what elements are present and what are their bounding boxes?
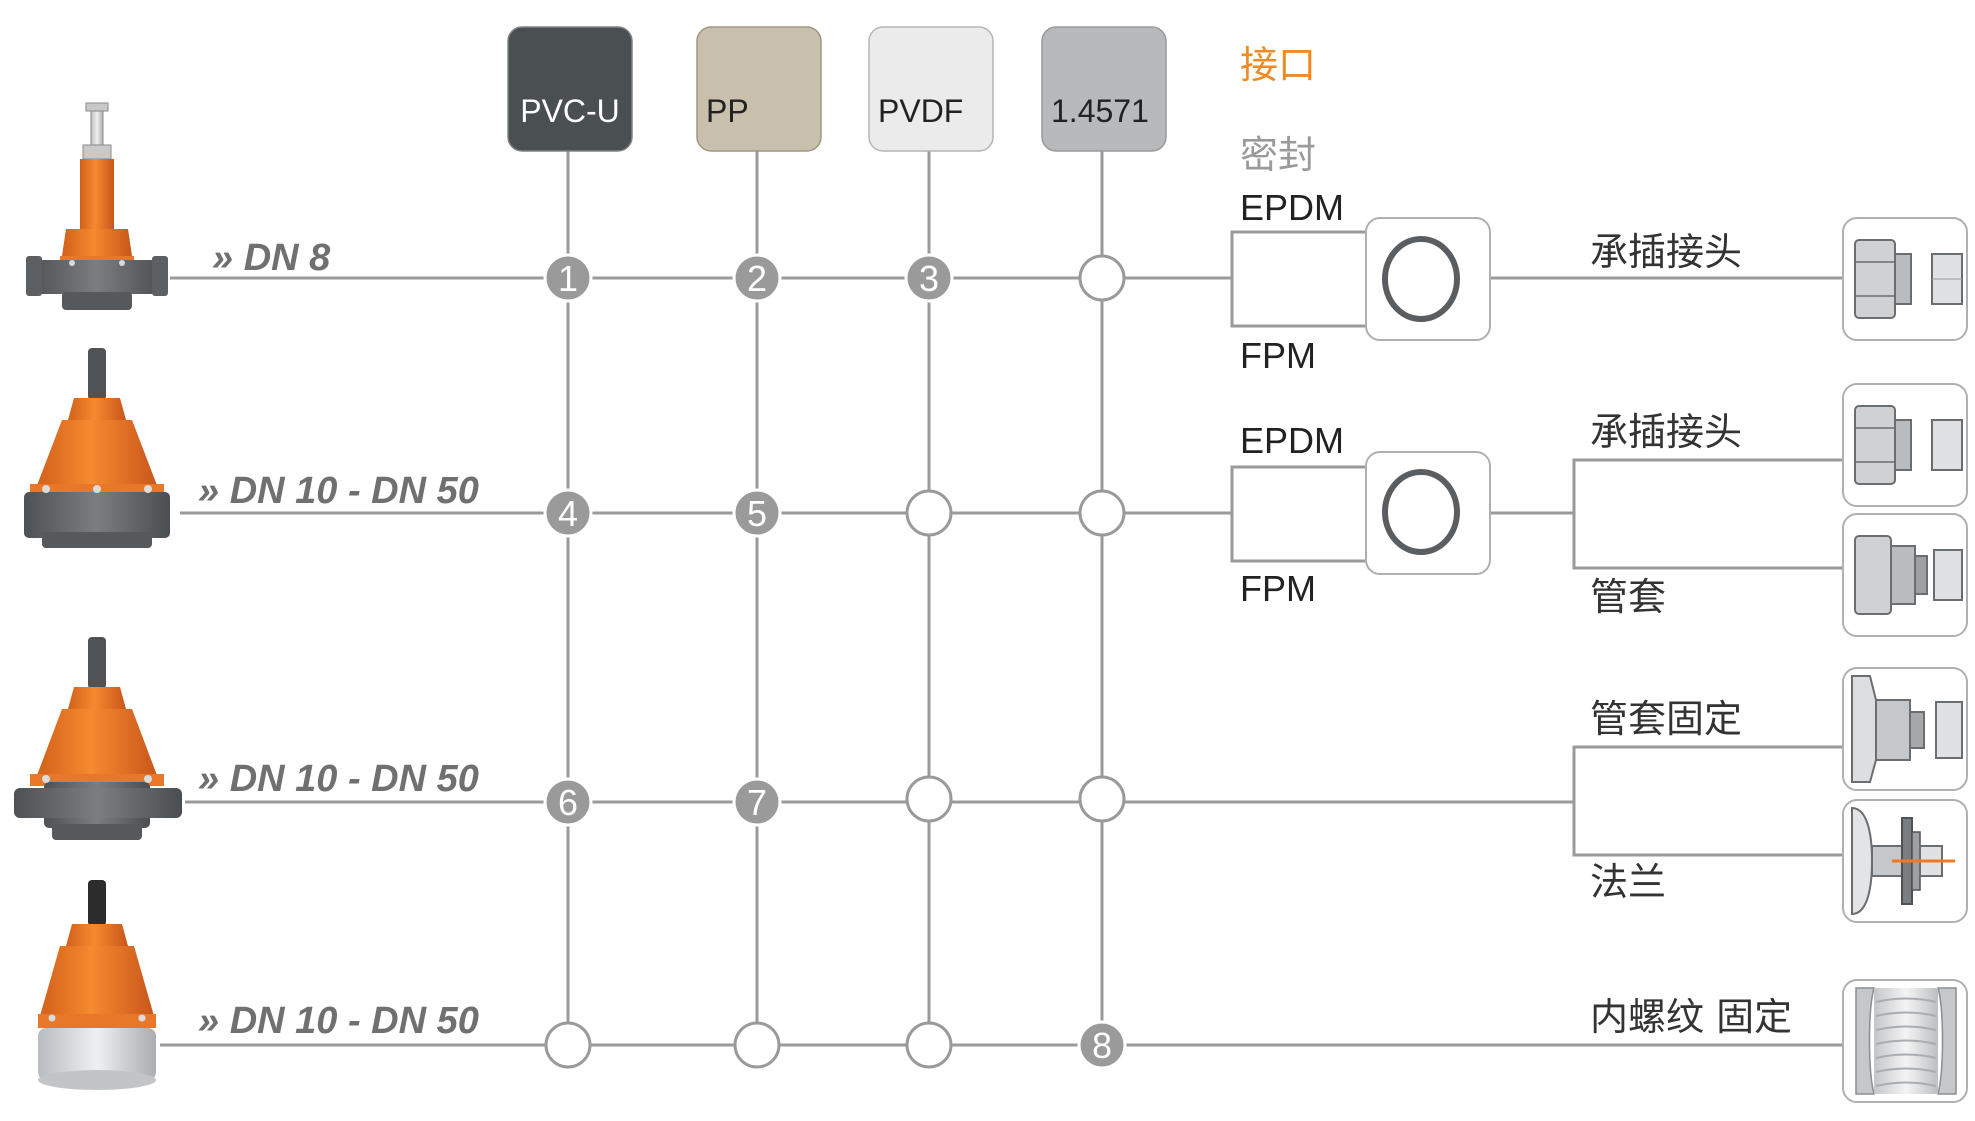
connection-icons (1842, 217, 1968, 1103)
node-circle-4 (543, 488, 593, 538)
node-empty-r1-steel (1078, 254, 1126, 302)
node-circle-8 (1077, 1020, 1127, 1070)
seal-group-1: EPDM FPM (1240, 187, 1491, 376)
seal-title: 密封 (1240, 133, 1316, 177)
connection-label-union-fixed: 管套固定 (1590, 697, 1742, 741)
node-empty-r2-steel (1078, 489, 1126, 537)
node-empty-r3-pvdf (905, 775, 953, 823)
valve-dn8-icon (26, 102, 168, 310)
node-circle-1 (543, 253, 593, 303)
material-box-pp (696, 26, 822, 152)
material-header-steel: 1.4571 (1041, 26, 1167, 152)
valve-socket-icon (24, 348, 170, 548)
connection-fork-3 (1572, 745, 1843, 857)
material-box-pvdf (868, 26, 994, 152)
material-label-pvdf: PVDF (878, 93, 963, 129)
node-7: 7 (732, 777, 782, 827)
node-label-3: 3 (919, 258, 939, 299)
material-header-pvdf: PVDF (868, 26, 994, 152)
material-label-steel: 1.4571 (1051, 93, 1149, 129)
connection-labels: 承插接头 承插接头 管套 管套固定 法兰 内螺纹 固定 (1590, 230, 1792, 1039)
node-3: 3 (904, 253, 954, 303)
size-label-row-4: » DN 10 - DN 50 (198, 1000, 479, 1042)
node-label-5: 5 (747, 493, 767, 534)
valve-spigot-icon (14, 637, 182, 840)
node-circle-5 (732, 488, 782, 538)
node-empty-r3-steel (1078, 775, 1126, 823)
union-fixed-icon (1842, 667, 1968, 791)
row-lines (160, 230, 1843, 1047)
material-box-pvcu (507, 26, 633, 152)
material-box-steel (1041, 26, 1167, 152)
node-circle-3 (904, 253, 954, 303)
node-circle-2 (732, 253, 782, 303)
node-label-4: 4 (558, 493, 578, 534)
seal-bracket-2 (1230, 465, 1366, 563)
seal-bracket-1 (1230, 230, 1366, 328)
node-empty-r2-pvdf (905, 489, 953, 537)
node-label-8: 8 (1092, 1025, 1112, 1066)
connection-label-flange: 法兰 (1590, 860, 1666, 904)
material-lines (566, 150, 1104, 1045)
o-ring-icon (1382, 236, 1460, 322)
size-label-row-1: » DN 8 (212, 237, 331, 279)
size-label-row-2: » DN 10 - DN 50 (198, 470, 479, 512)
node-circle-6 (543, 777, 593, 827)
node-label-1: 1 (558, 258, 578, 299)
node-empty-r4-pp (733, 1021, 781, 1069)
material-label-pvcu: PVC-U (520, 93, 620, 129)
connection-title: 接口 (1240, 43, 1316, 87)
node-label-7: 7 (747, 782, 767, 823)
node-5: 5 (732, 488, 782, 538)
node-1: 1 (543, 253, 593, 303)
material-headers: PVC-U PP PVDF 1.4571 (507, 26, 1167, 152)
node-8: 8 (1077, 1020, 1127, 1070)
seal-group-2: EPDM FPM (1240, 420, 1491, 609)
seal-top-label-2: EPDM (1240, 420, 1344, 461)
node-label-6: 6 (558, 782, 578, 823)
node-circle-7 (732, 777, 782, 827)
seal-top-label-1: EPDM (1240, 187, 1344, 228)
nodes-row-4: 8 (544, 1020, 1127, 1070)
connection-fork-2 (1572, 458, 1843, 570)
valve-thread-icon (38, 880, 156, 1090)
connection-label-socket-1: 承插接头 (1590, 230, 1742, 274)
female-thread-icon (1842, 979, 1968, 1103)
material-label-pp: PP (706, 93, 749, 129)
connection-label-union: 管套 (1590, 575, 1666, 619)
material-header-pp: PP (696, 26, 822, 152)
size-labels: » DN 8 » DN 10 - DN 50 » DN 10 - DN 50 »… (198, 237, 479, 1042)
connection-label-socket-2: 承插接头 (1590, 410, 1742, 454)
node-label-2: 2 (747, 258, 767, 299)
socket-icon (1842, 383, 1968, 507)
nodes-row-3: 6 7 (543, 775, 1126, 827)
node-2: 2 (732, 253, 782, 303)
o-ring-icon (1382, 469, 1460, 555)
node-4: 4 (543, 488, 593, 538)
node-empty-r4-pvcu (544, 1021, 592, 1069)
node-6: 6 (543, 777, 593, 827)
node-empty-r4-pvdf (905, 1021, 953, 1069)
seal-bottom-label-1: FPM (1240, 335, 1316, 376)
size-label-row-3: » DN 10 - DN 50 (198, 758, 479, 800)
nodes-row-2: 4 5 (543, 488, 1126, 538)
union-icon (1842, 513, 1968, 637)
flange-icon (1842, 799, 1968, 923)
material-header-pvcu: PVC-U (507, 26, 633, 152)
seal-bottom-label-2: FPM (1240, 568, 1316, 609)
socket-icon (1842, 217, 1968, 341)
nodes-row-1: 1 2 3 (543, 253, 1126, 303)
connection-label-female-thread: 内螺纹 固定 (1590, 995, 1792, 1039)
